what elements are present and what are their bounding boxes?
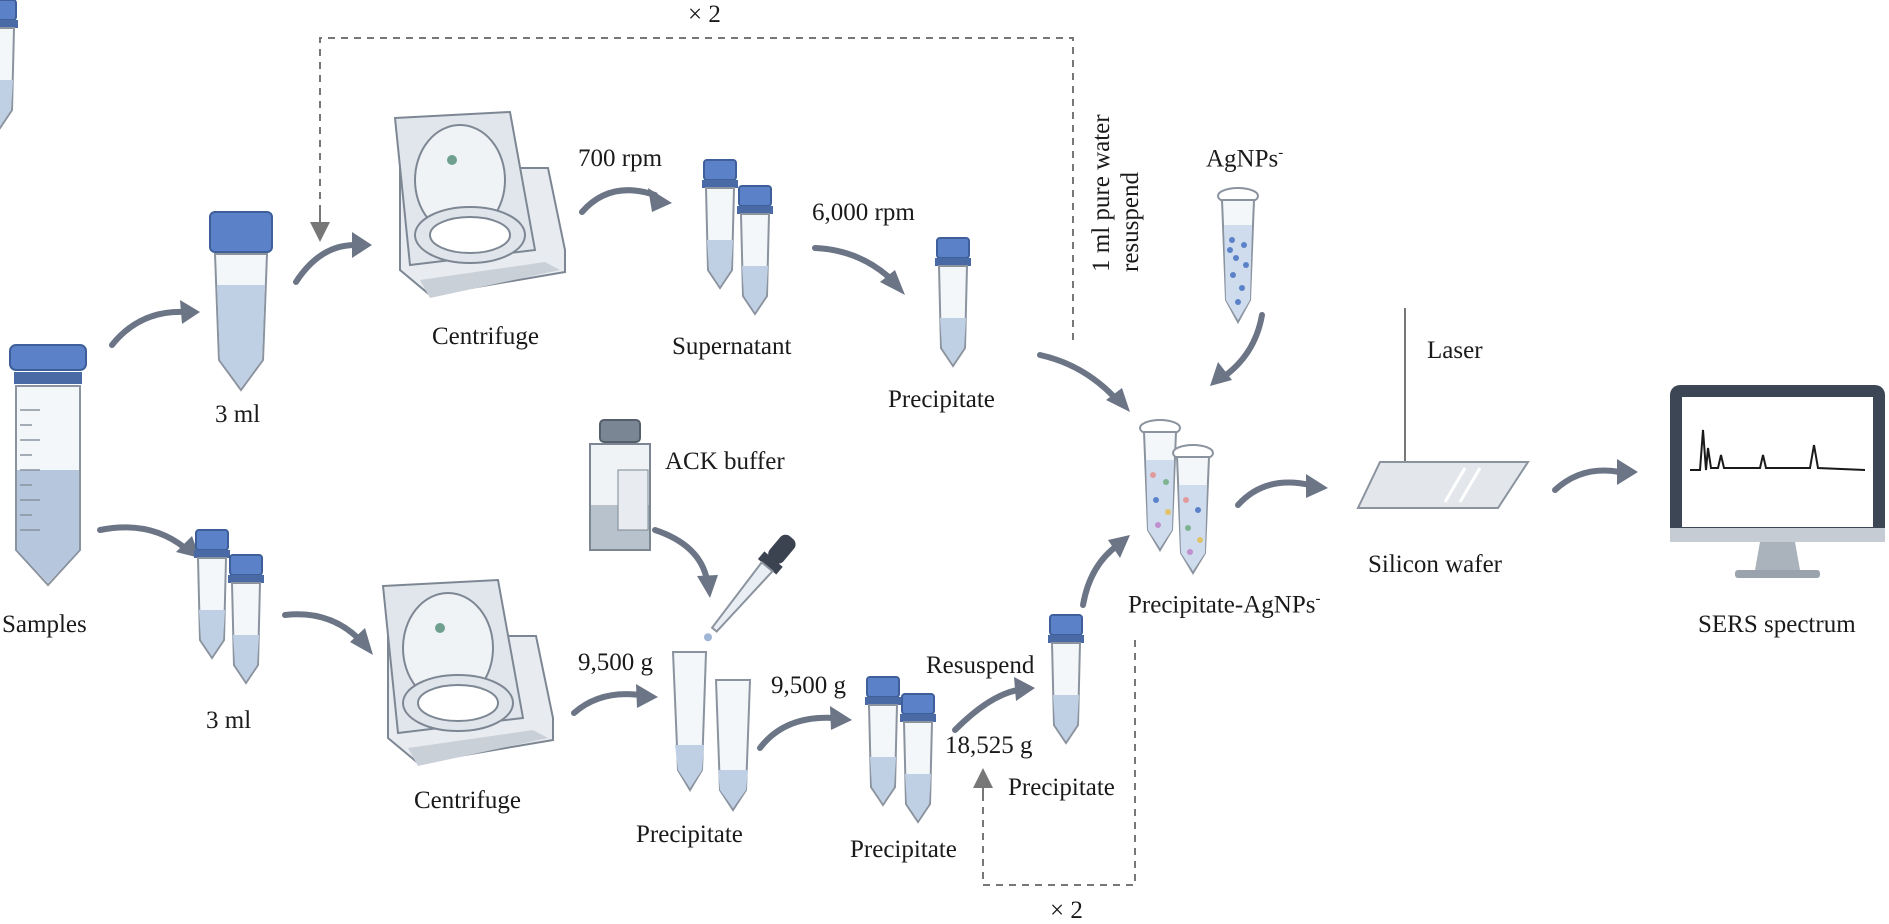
ack-buffer-bottle-icon: [589, 419, 651, 551]
arrow-supernatant-precipitate: [812, 245, 895, 283]
arrow-buffer-precipitate: [652, 527, 710, 583]
top-precipitate-tube-icon: [934, 237, 972, 367]
speed-9500-label-2: 9,500 g: [771, 672, 846, 699]
laser-label: Laser: [1427, 337, 1483, 364]
agnps-charge: -: [1278, 145, 1284, 161]
arrow-precipitate-mix: [1037, 352, 1120, 403]
agnps-label: AgNPs-: [1206, 145, 1284, 173]
samples-tube-icon: [9, 344, 87, 587]
resuspend-note: 1 ml pure water resuspend: [1088, 114, 1146, 272]
speed-6000-label: 6,000 rpm: [812, 199, 915, 226]
agnps-tube-icon: [1217, 187, 1259, 325]
monitor-icon: [1670, 385, 1885, 578]
resuspend-note-line2: resuspend: [1116, 172, 1144, 272]
speed-9500-label-1: 9,500 g: [578, 649, 653, 676]
dropper-icon: [703, 534, 796, 642]
precipitate-agnps-charge: -: [1315, 591, 1321, 607]
arrow-wafer-monitor: [1552, 467, 1623, 493]
top-loop-count: × 2: [688, 1, 721, 28]
top-loop-line: [319, 37, 1074, 345]
bottom-loop-line: [982, 640, 1136, 886]
arrow-precipitate-precipitate: [757, 714, 838, 751]
top-precipitate-label: Precipitate: [888, 386, 995, 413]
bottom-3ml-tubes-icon: [193, 529, 265, 684]
supernatant-label: Supernatant: [672, 333, 792, 360]
top-centrifuge-icon: [393, 110, 566, 298]
precipitate-agnps-tubes-icon: [1139, 419, 1214, 575]
sers-spectrum-label: SERS spectrum: [1698, 611, 1856, 638]
silicon-wafer-icon: [1356, 461, 1530, 509]
precipitate-label-3: Precipitate: [1008, 774, 1115, 801]
arrow-resuspend-mix: [1080, 542, 1121, 608]
arrow-centrifuge-precipitate: [571, 691, 643, 716]
arrow-mix-wafer: [1235, 479, 1313, 508]
precipitate-agnps-text: Precipitate-AgNPs: [1128, 591, 1316, 619]
top-3ml-tube-icon: [209, 211, 273, 392]
precipitate-tube-3-icon: [1047, 614, 1085, 744]
arrow-tubes-centrifuge-bottom: [282, 611, 363, 643]
sers-spectrum-trace: [1690, 429, 1866, 471]
precipitate-label-2: Precipitate: [850, 836, 957, 863]
bottom-loop-count: × 2: [1050, 897, 1083, 924]
samples-label: Samples: [2, 611, 87, 638]
bottom-volume-label: 3 ml: [206, 707, 252, 734]
resuspend-label: Resuspend: [926, 652, 1035, 679]
arrow-centrifuge-supernatant: [579, 187, 658, 215]
precipitate-open-tubes-icon: [671, 651, 752, 812]
arrow-agnps-mix: [1219, 312, 1265, 381]
arrow-precipitate-resuspend: [952, 687, 1021, 733]
agnps-text: AgNPs: [1206, 145, 1279, 173]
arrow-samples-bottom: [97, 524, 188, 551]
top-centrifuge-label: Centrifuge: [432, 323, 539, 350]
supernatant-tubes-icon: [701, 159, 774, 315]
silicon-wafer-label: Silicon wafer: [1368, 551, 1502, 578]
speed-18525-label: 18,525 g: [945, 732, 1033, 759]
bottom-centrifuge-label: Centrifuge: [414, 787, 521, 814]
ack-buffer-label: ACK buffer: [665, 448, 785, 475]
bottom-centrifuge-icon: [382, 579, 554, 767]
precipitate-agnps-label: Precipitate-AgNPs-: [1128, 591, 1321, 619]
resuspend-note-line1: 1 ml pure water: [1088, 114, 1115, 272]
speed-700-label: 700 rpm: [578, 145, 663, 172]
precipitate-label-1: Precipitate: [636, 821, 743, 848]
arrow-samples-top: [109, 308, 188, 348]
arrow-tube-centrifuge-top: [293, 242, 358, 285]
precipitate-tubes-2-icon: [864, 676, 937, 823]
top-volume-label: 3 ml: [215, 401, 261, 428]
